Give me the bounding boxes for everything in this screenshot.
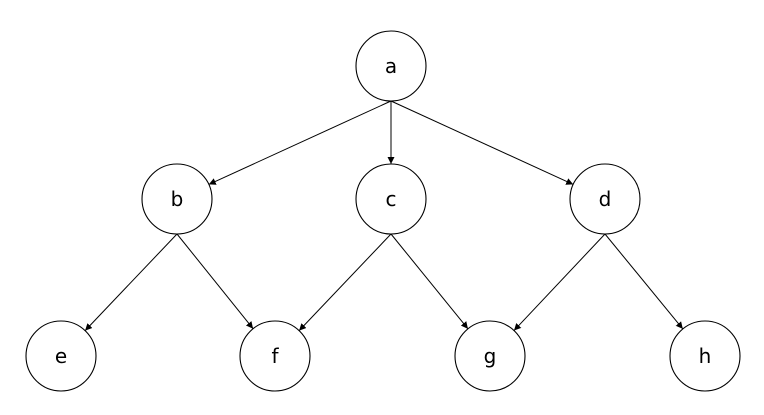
node-e-circle (25, 320, 97, 392)
node-h-label: h (699, 344, 712, 368)
node-b: b (141, 163, 213, 235)
node-a: a (355, 30, 427, 102)
edge-b-e (84, 233, 178, 331)
edge-a-b (208, 100, 392, 185)
nodes-layer: a b c d e f g h (25, 30, 741, 392)
node-e: e (25, 320, 97, 392)
node-g-circle (454, 320, 526, 392)
node-a-circle (355, 30, 427, 102)
node-b-label: b (171, 187, 184, 211)
edge-d-h (604, 233, 684, 330)
node-g: g (454, 320, 526, 392)
node-c: c (355, 163, 427, 235)
edge-c-g (390, 233, 469, 330)
edge-c-f (298, 233, 392, 331)
edge-a-d (390, 100, 574, 185)
node-h-circle (669, 320, 741, 392)
node-f-circle (239, 320, 311, 392)
node-a-label: a (385, 54, 397, 78)
edges-layer (84, 100, 684, 331)
edge-b-f (176, 233, 254, 330)
node-b-circle (141, 163, 213, 235)
edge-d-g (513, 233, 606, 331)
node-h: h (669, 320, 741, 392)
node-d: d (569, 163, 641, 235)
node-c-circle (355, 163, 427, 235)
node-d-label: d (599, 187, 612, 211)
node-f: f (239, 320, 311, 392)
node-c-label: c (386, 187, 397, 211)
node-d-circle (569, 163, 641, 235)
node-f-label: f (271, 344, 279, 368)
node-e-label: e (55, 344, 67, 368)
node-g-label: g (484, 344, 497, 368)
